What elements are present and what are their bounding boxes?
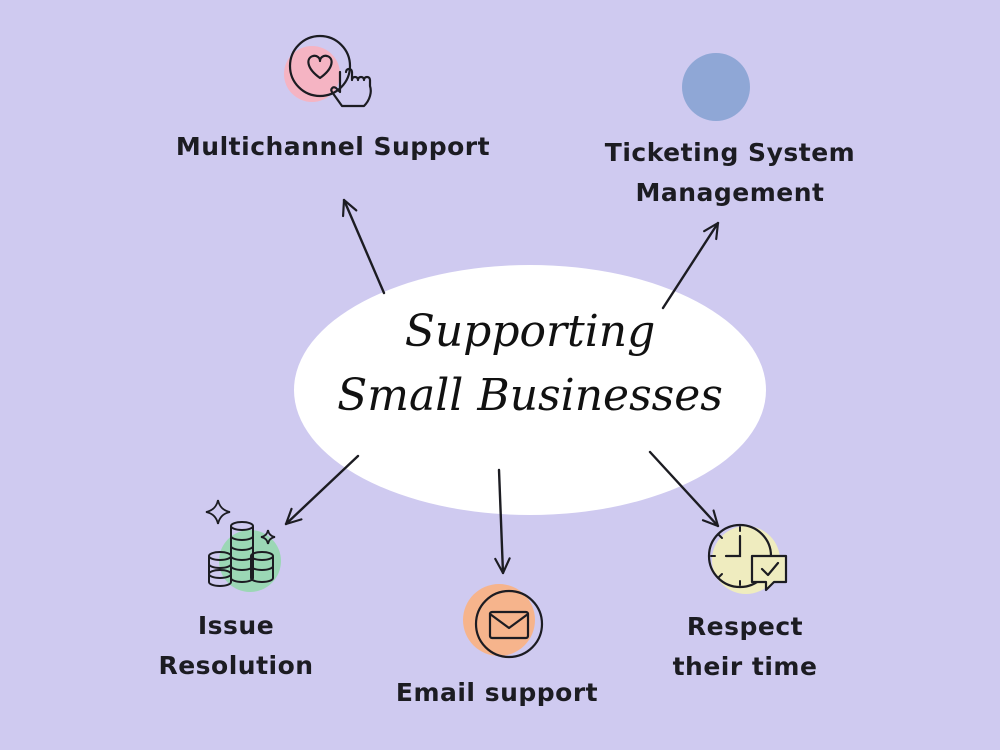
arrow-to-issue (284, 454, 360, 526)
label-respect-time: Respect their time (672, 612, 818, 681)
arrow-to-email (494, 468, 511, 575)
label-ticketing: Ticketing System Management (604, 138, 856, 207)
center-title: Supporting Small Businesses (337, 300, 723, 428)
clock-chat-icon (707, 523, 788, 594)
label-multichannel: Multichannel Support (175, 132, 491, 161)
heart-click-icon (284, 34, 372, 108)
dot-icon (682, 53, 750, 121)
center-ellipse (294, 265, 766, 515)
label-email-support: Email support (395, 678, 599, 707)
coin-stack-icon (205, 499, 281, 592)
arrow-to-respect (648, 450, 720, 528)
label-issue-resolution: Issue Resolution (158, 611, 314, 680)
arrow-to-multichannel (341, 198, 386, 295)
center-title-line-2: Small Businesses (337, 370, 723, 421)
arrow-to-ticketing (661, 221, 720, 310)
center-title-line-1: Supporting (404, 306, 656, 357)
envelope-icon (463, 584, 544, 659)
